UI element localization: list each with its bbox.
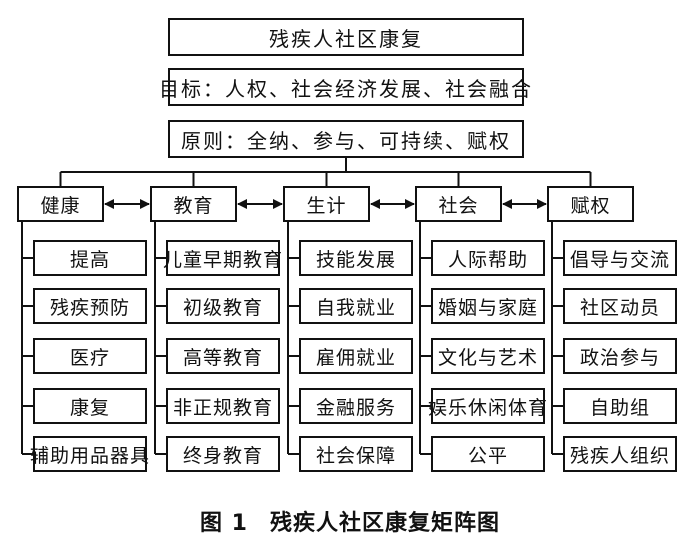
matrix-item-4-5: 公平	[431, 436, 545, 472]
matrix-item-2-1: 儿童早期教育	[163, 240, 282, 276]
matrix-item-1-3: 医疗	[33, 338, 147, 374]
matrix-item-1-4: 康复	[33, 388, 147, 424]
matrix-item-3-1: 技能发展	[299, 240, 413, 276]
matrix-item-1-5: 辅助用品器具	[30, 436, 149, 472]
matrix-item-2-5: 终身教育	[166, 436, 280, 472]
matrix-item-4-4: 娱乐休闲体育	[428, 388, 547, 424]
matrix-item-3-4: 金融服务	[299, 388, 413, 424]
column-header-2: 教育	[150, 186, 237, 222]
figure-number: 图 1	[200, 511, 248, 536]
matrix-item-5-3: 政治参与	[563, 338, 677, 374]
column-header-3: 生计	[283, 186, 370, 222]
matrix-item-5-4: 自助组	[563, 388, 677, 424]
matrix-item-3-3: 雇佣就业	[299, 338, 413, 374]
matrix-item-3-5: 社会保障	[299, 436, 413, 472]
matrix-item-4-2: 婚姻与家庭	[431, 288, 545, 324]
goal-box: 目标：人权、社会经济发展、社会融合	[159, 68, 531, 106]
matrix-item-4-3: 文化与艺术	[431, 338, 545, 374]
matrix-item-5-5: 残疾人组织	[563, 436, 677, 472]
title-box: 残疾人社区康复	[168, 18, 524, 56]
figure-title: 残疾人社区康复矩阵图	[269, 511, 500, 536]
column-header-5: 赋权	[547, 186, 634, 222]
matrix-item-4-1: 人际帮助	[431, 240, 545, 276]
matrix-item-2-3: 高等教育	[166, 338, 280, 374]
matrix-item-5-1: 倡导与交流	[563, 240, 677, 276]
matrix-item-2-4: 非正规教育	[166, 388, 280, 424]
matrix-item-1-1: 提高	[33, 240, 147, 276]
column-header-1: 健康	[17, 186, 104, 222]
matrix-item-2-2: 初级教育	[166, 288, 280, 324]
matrix-item-3-2: 自我就业	[299, 288, 413, 324]
matrix-item-5-2: 社区动员	[563, 288, 677, 324]
figure-caption: 图 1 残疾人社区康复矩阵图	[0, 505, 700, 537]
column-header-4: 社会	[415, 186, 502, 222]
matrix-item-1-2: 残疾预防	[33, 288, 147, 324]
principle-box: 原则：全纳、参与、可持续、赋权	[168, 120, 524, 158]
